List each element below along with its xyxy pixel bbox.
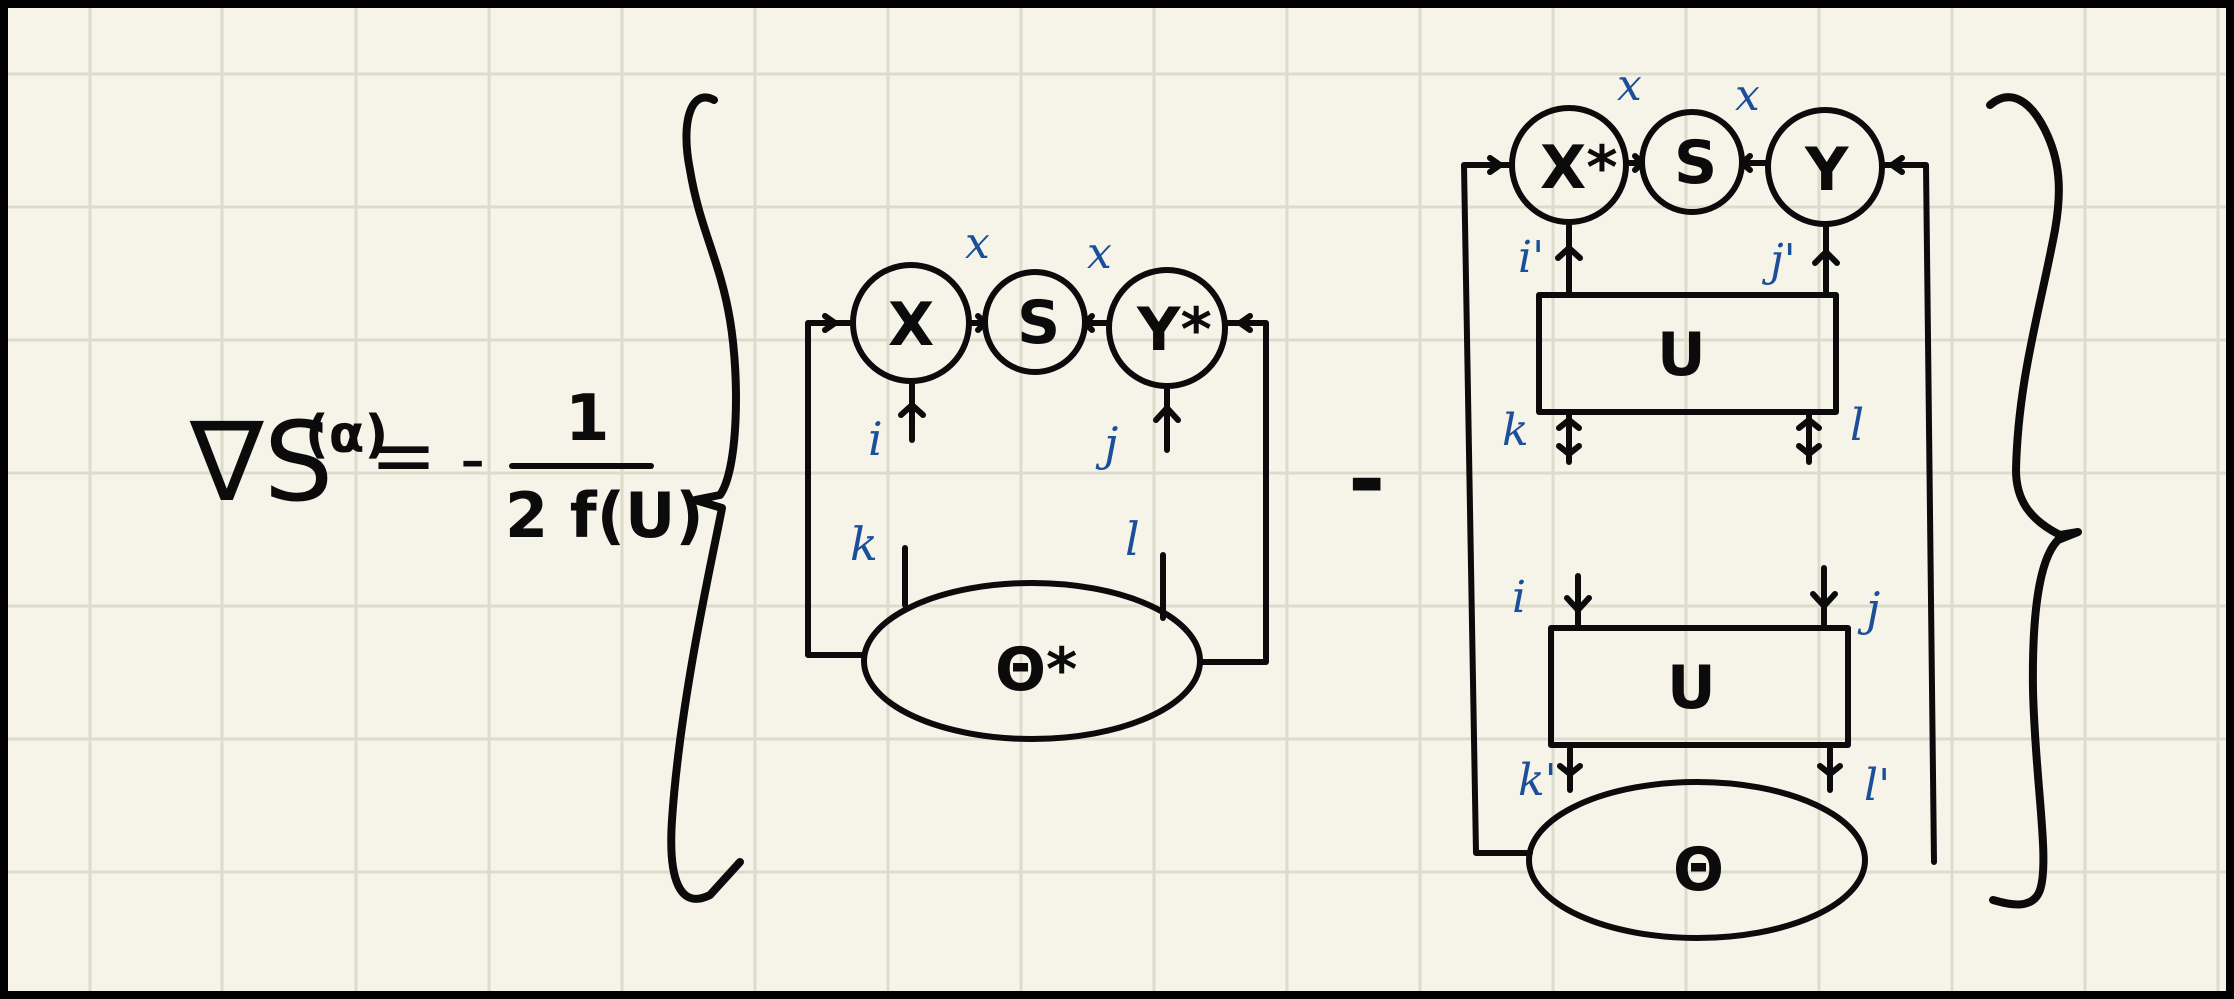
leg-label-l-prime: l' [1864, 760, 1890, 811]
leg-j-right [1810, 565, 1838, 631]
left-arrow-in [822, 313, 838, 333]
node-label-x: X [888, 290, 934, 360]
tensor-theta [1526, 779, 1868, 941]
tensor-label-theta: Θ [1673, 835, 1724, 905]
superscript-alpha: (α) [305, 405, 388, 465]
edge-s-y-right [1739, 153, 1771, 173]
tensor-label-theta-star: Θ* [995, 635, 1077, 705]
middle-minus-sign: - [1348, 427, 1385, 532]
node-label-s: S [1017, 288, 1060, 358]
right-loop-arrow-left [1487, 155, 1503, 175]
leg-label-k: k [850, 517, 878, 571]
equals-sign: = [370, 409, 437, 502]
leg-label-j-right: j [1857, 582, 1880, 636]
minus-sign: - [460, 418, 485, 500]
tensor-label-u-top: U [1657, 320, 1706, 390]
right-brace [1986, 93, 2082, 909]
leg-label-k-right: k [1502, 405, 1529, 456]
leg-i-right [1564, 573, 1592, 631]
leg-j [1153, 383, 1181, 453]
leg-label-i-right: i [1512, 572, 1526, 623]
leg-label-l: l [1125, 512, 1140, 566]
leg-label-i-prime: i' [1518, 232, 1544, 283]
leg-label-j-prime: j' [1761, 235, 1796, 286]
gradient-symbol: ∇S [189, 398, 333, 526]
left-diagram: X S Y* x x i j k l Θ* [805, 218, 1269, 742]
tensor-label-u-bottom: U [1667, 653, 1716, 723]
leg-label-l-right: l [1850, 400, 1864, 451]
leg-label-j: j [1095, 417, 1118, 471]
right-outer-loop [1197, 320, 1269, 665]
leg-i-prime [1555, 219, 1583, 298]
left-brace [667, 93, 744, 903]
tensor-theta-star [861, 580, 1203, 742]
leg-l-prime [1817, 742, 1843, 793]
leg-k-right [1556, 409, 1582, 465]
leg-j-prime [1812, 221, 1840, 298]
right-loop-arrow-right [1889, 155, 1905, 175]
leg-label-k-prime: k' [1518, 755, 1557, 806]
fraction-denominator: 2 f(U) [505, 479, 704, 552]
node-label-y-star: Y* [1136, 295, 1212, 365]
right-arrow-in [1237, 313, 1253, 333]
node-label-x-star: X* [1540, 133, 1618, 203]
tensor-box-u-bottom [1548, 625, 1851, 748]
edge-s-y [1082, 313, 1112, 333]
index-label-x3: x [1617, 60, 1642, 111]
index-label-x2: x [1087, 228, 1112, 279]
index-label-x4: x [1735, 70, 1760, 121]
right-outer-loop-left [1461, 162, 1533, 856]
node-label-y: Y [1804, 135, 1850, 205]
leg-label-i: i [868, 412, 883, 466]
leg-l-right [1796, 409, 1822, 465]
index-label-x1: x [965, 218, 990, 269]
tensor-box-u-top [1536, 292, 1839, 415]
edge-x-s [966, 313, 988, 333]
fraction-numerator: 1 [565, 382, 610, 456]
leg-k-prime [1557, 742, 1583, 793]
leg-i [898, 378, 926, 443]
right-outer-loop-right [1879, 162, 1937, 865]
edge-xstar-s [1623, 153, 1645, 173]
equation: ∇S (α) = - 1 2 f(U) [189, 382, 704, 552]
right-diagram: X* S Y x x i' j' U k l i j U k' [1461, 60, 1937, 941]
node-label-s-right: S [1674, 128, 1717, 198]
